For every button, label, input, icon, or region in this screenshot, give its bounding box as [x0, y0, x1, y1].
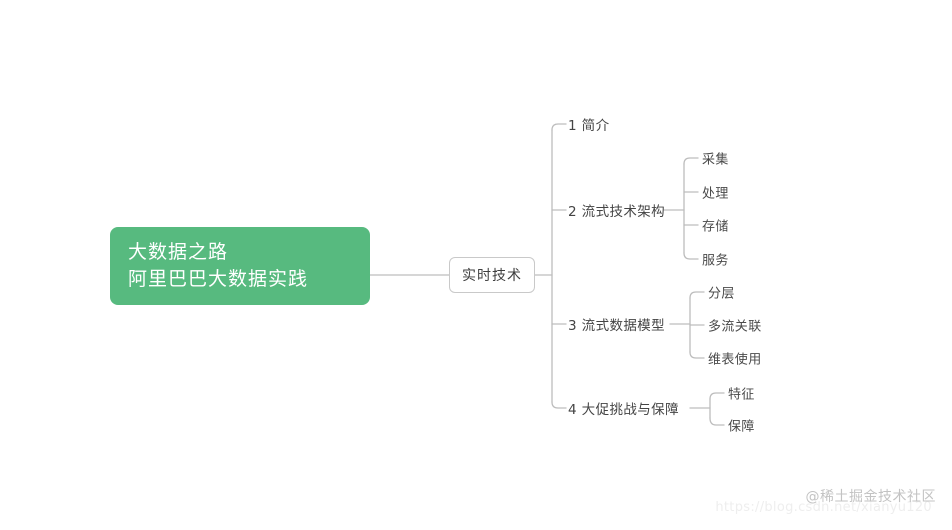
leaf-node-3-1[interactable]: 分层	[708, 286, 735, 302]
leaf-node-3-2[interactable]: 多流关联	[708, 319, 762, 335]
branch-node-1[interactable]: 1 简介	[568, 118, 610, 134]
link-sub-3-3	[689, 351, 705, 359]
leaf-node-2-4[interactable]: 服务	[702, 253, 729, 269]
branch-node-2[interactable]: 2 流式技术架构	[568, 204, 666, 220]
link-branch-4	[551, 401, 567, 409]
link-sub-2-4	[683, 252, 699, 260]
leaf-node-3-3[interactable]: 维表使用	[708, 352, 762, 368]
leaf-node-2-1[interactable]: 采集	[702, 152, 729, 168]
link-sub-2-1	[683, 157, 699, 165]
leaf-node-2-2[interactable]: 处理	[702, 186, 729, 202]
link-branch-1	[551, 123, 567, 131]
center-node-label: 实时技术	[462, 268, 522, 284]
branch-node-3[interactable]: 3 流式数据模型	[568, 318, 666, 334]
watermark-url: https://blog.csdn.net/xianyu120	[715, 500, 932, 515]
link-sub-4-1	[709, 392, 725, 400]
link-sub-3-1	[689, 291, 705, 299]
leaf-node-4-2[interactable]: 保障	[728, 419, 755, 435]
root-title-line-2: 阿里巴巴大数据实践	[128, 268, 309, 290]
leaf-node-2-3[interactable]: 存储	[702, 219, 729, 235]
root-title-line-1: 大数据之路	[128, 241, 229, 263]
branch-node-4[interactable]: 4 大促挑战与保障	[568, 402, 679, 418]
root-node[interactable]: 大数据之路 阿里巴巴大数据实践	[110, 227, 370, 305]
watermark-text: @稀土掘金技术社区	[805, 489, 936, 505]
leaf-node-4-1[interactable]: 特征	[728, 387, 755, 403]
link-sub-4-2	[709, 417, 725, 426]
center-node[interactable]: 实时技术	[449, 257, 535, 293]
